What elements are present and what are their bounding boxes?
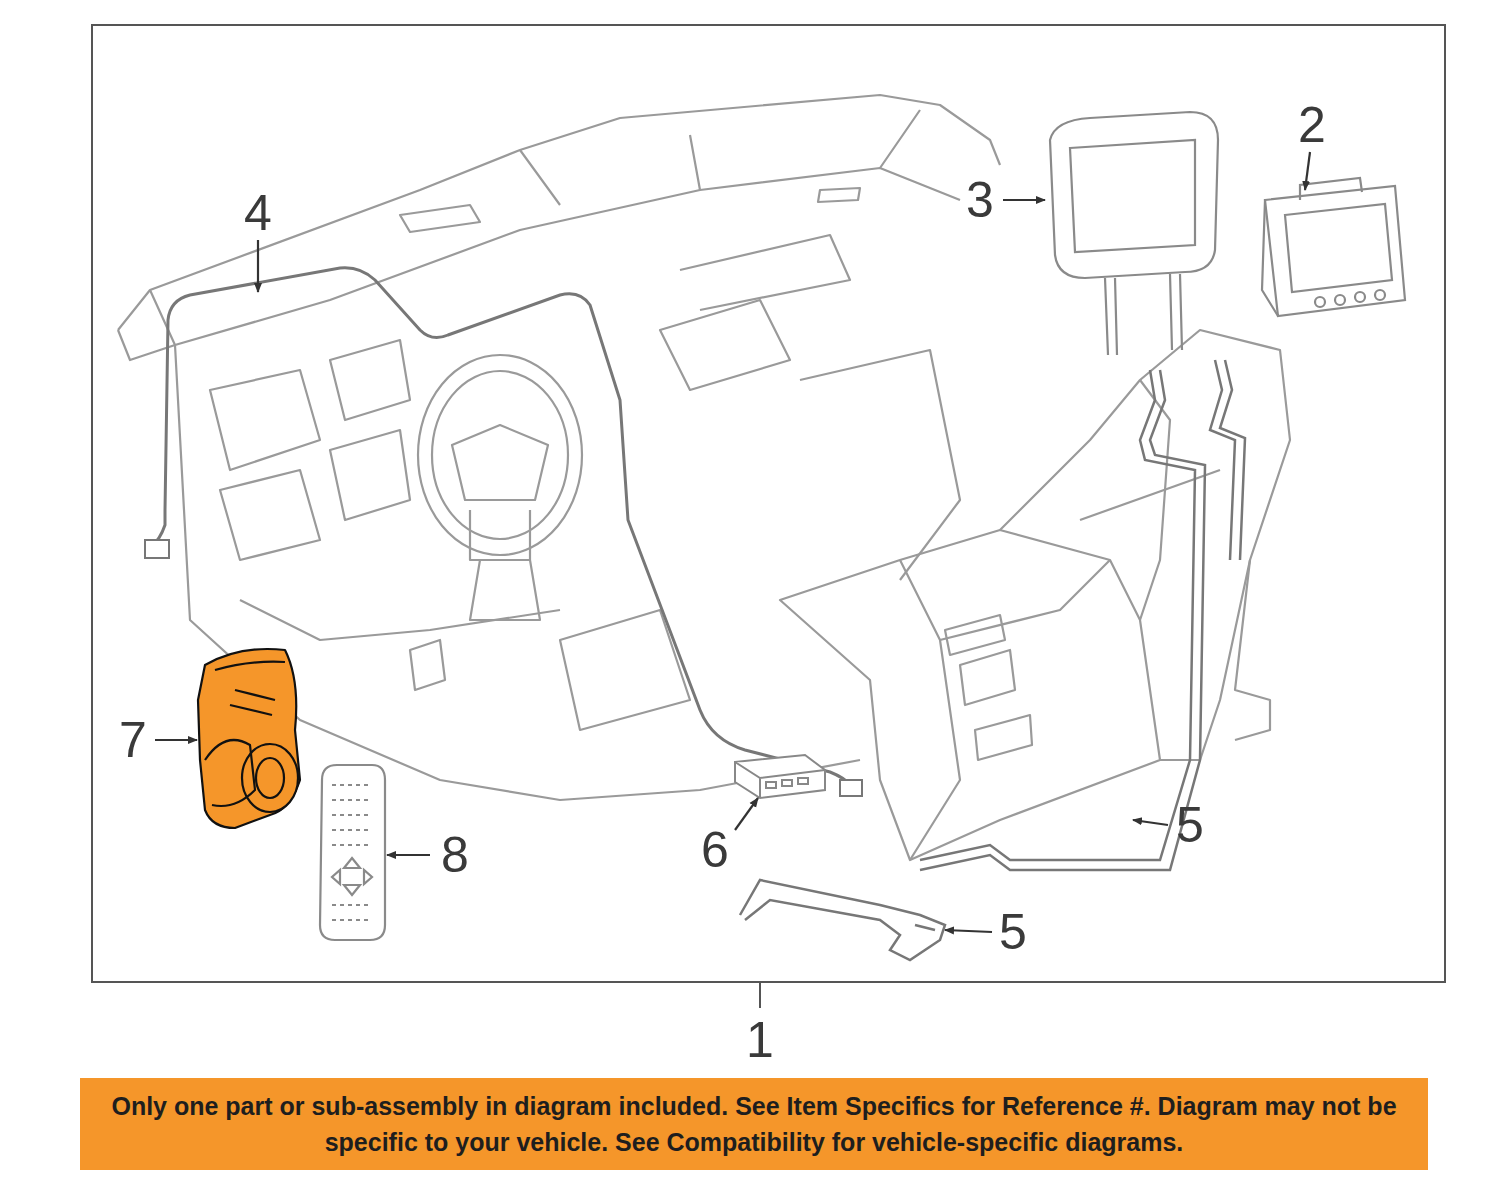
- callout-number: 7: [119, 715, 147, 765]
- callout-number: 3: [966, 175, 994, 225]
- callout-number: 1: [746, 1015, 774, 1065]
- callout-number: 8: [441, 830, 469, 880]
- callout-number: 4: [244, 188, 272, 238]
- notice-text: Only one part or sub-assembly in diagram…: [94, 1088, 1414, 1161]
- callout-number: 5: [999, 907, 1027, 957]
- callout-number: 5: [1176, 800, 1204, 850]
- callout-number: 2: [1298, 100, 1326, 150]
- notice-band: Only one part or sub-assembly in diagram…: [80, 1078, 1428, 1170]
- callout-number: 6: [701, 825, 729, 875]
